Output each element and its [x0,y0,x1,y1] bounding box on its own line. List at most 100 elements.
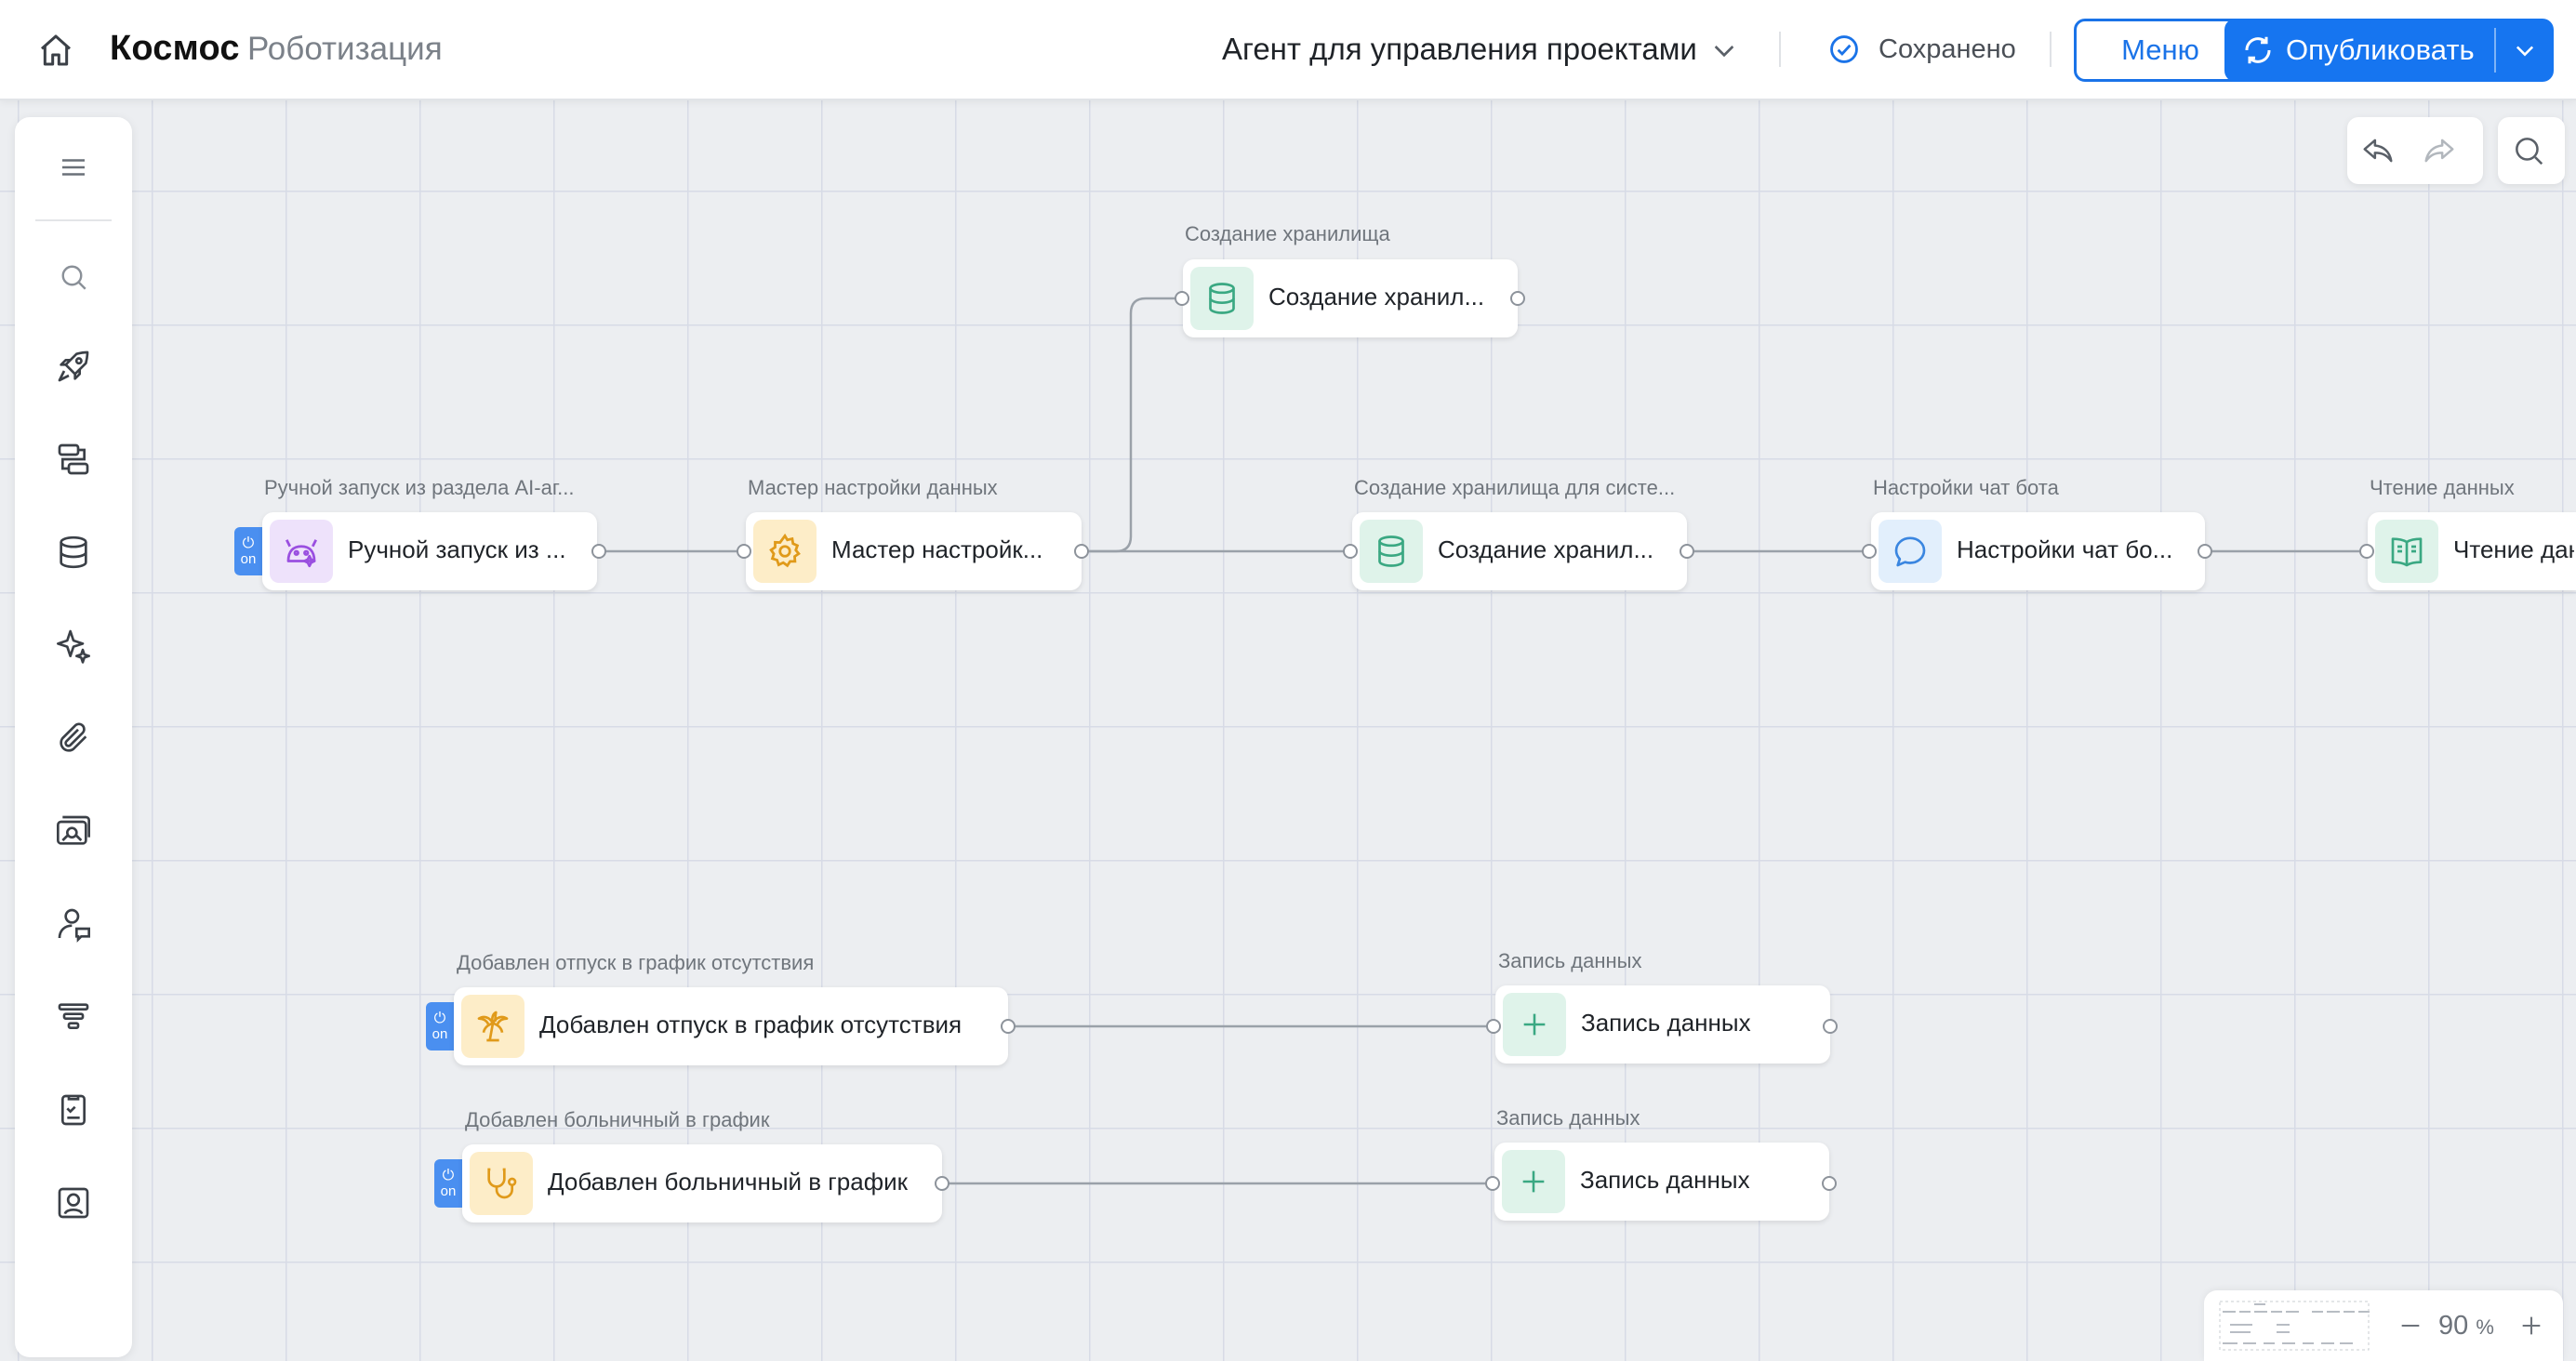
power-icon: ⏻ [242,535,255,551]
zoom-level: 90 % [2438,1311,2494,1341]
divider [35,219,112,221]
minimap[interactable] [2219,1300,2377,1352]
node-vacation-trigger[interactable]: Добавлен отпуск в график отсутствия [454,987,1008,1065]
search-icon[interactable] [2498,117,2559,184]
trigger-toggle[interactable]: ⏻on [426,1002,454,1050]
output-port[interactable] [1680,544,1694,559]
input-port[interactable] [1486,1019,1501,1034]
home-icon[interactable] [33,28,78,73]
node-caption: Создание хранилища [1185,222,1390,245]
zoom-in-icon[interactable] [2511,1305,2552,1346]
zoom-panel: 90 % [2204,1290,2563,1361]
node-label: Чтение дан [2453,535,2574,563]
menu-icon[interactable] [49,143,98,192]
left-sidebar [15,117,132,1357]
node-caption: Добавлен больничный в график [465,1108,770,1131]
output-port[interactable] [1822,1176,1837,1191]
node-label: Добавлен больничный в график [548,1168,908,1196]
menu-button[interactable]: Меню [2074,19,2247,82]
robot-icon [270,520,333,583]
node-caption: Запись данных [1496,1106,1640,1130]
node-caption: Ручной запуск из раздела AI-аг... [264,476,575,499]
flows-icon[interactable] [49,435,98,483]
node-read-data[interactable]: Чтение дан [2368,512,2576,590]
gallery-icon[interactable] [49,807,98,855]
input-port[interactable] [1175,291,1189,306]
input-port[interactable] [1862,544,1877,559]
undo-icon[interactable] [2347,117,2409,184]
toggle-state: on [240,550,257,567]
brand-subtitle: Роботизация [247,31,443,67]
paperclip-icon[interactable] [49,714,98,762]
node-manual-run[interactable]: Ручной запуск из ... [262,512,597,590]
output-port[interactable] [935,1176,949,1191]
zoom-unit: % [2476,1315,2494,1339]
node-chatbot-settings[interactable]: Настройки чат бо... [1871,512,2205,590]
power-icon: ⏻ [442,1167,455,1183]
node-storage-creation[interactable]: Создание хранил... [1183,259,1518,337]
checklist-icon[interactable] [49,1086,98,1134]
node-caption: Создание хранилища для систе... [1354,476,1676,499]
publish-label: Опубликовать [2286,33,2475,66]
palm-icon [461,995,524,1058]
zoom-out-icon[interactable] [2390,1305,2431,1346]
output-port[interactable] [1823,1019,1838,1034]
node-label: Создание хранил... [1438,535,1654,563]
node-label: Запись данных [1580,1166,1750,1194]
output-port[interactable] [1001,1019,1016,1034]
publish-button[interactable]: Опубликовать [2224,19,2554,82]
publish-main-button[interactable]: Опубликовать [2224,19,2494,82]
input-port[interactable] [1485,1176,1500,1191]
node-caption: Запись данных [1498,949,1642,972]
gear-icon [753,520,817,583]
output-port[interactable] [2198,544,2212,559]
brand-name: Космос [110,29,240,68]
node-caption: Мастер настройки данных [748,476,998,499]
node-label: Добавлен отпуск в график отсутствия [539,1011,963,1038]
database-icon[interactable] [49,528,98,576]
undo-redo-group [2347,117,2483,184]
refresh-icon [2245,36,2271,64]
agent-selector-title[interactable]: Агент для управления проектами [1222,32,1697,66]
input-port[interactable] [2359,544,2374,559]
chevron-down-icon[interactable] [2496,19,2554,82]
trigger-toggle[interactable]: ⏻on [434,1159,462,1208]
toggle-state: on [432,1025,448,1042]
node-label: Ручной запуск из ... [348,535,566,563]
plus-icon [1502,1150,1565,1213]
divider [2050,32,2052,67]
output-port[interactable] [1074,544,1089,559]
node-label: Запись данных [1581,1009,1751,1037]
chat-icon [1879,520,1942,583]
sparkles-icon[interactable] [49,621,98,669]
node-sick-leave-trigger[interactable]: Добавлен больничный в график [462,1144,942,1222]
input-port[interactable] [737,544,751,559]
node-data-wizard[interactable]: Мастер настройк... [746,512,1082,590]
node-caption: Чтение данных [2370,476,2515,499]
input-port[interactable] [1343,544,1358,559]
database-icon [1360,520,1423,583]
plus-icon [1503,993,1566,1056]
node-label: Мастер настройк... [831,535,1043,563]
database-icon [1190,267,1254,330]
node-write-data[interactable]: Запись данных [1495,985,1830,1064]
node-caption: Настройки чат бота [1873,476,2059,499]
chevron-down-icon[interactable] [1709,35,1739,65]
users-chat-icon[interactable] [49,900,98,948]
node-label: Настройки чат бо... [1957,535,2173,563]
check-circle-icon [1828,33,1860,65]
output-port[interactable] [591,544,606,559]
saved-status: Сохранено [1879,34,2016,64]
canvas-search-group [2498,117,2565,184]
output-port[interactable] [1510,291,1525,306]
toggle-state: on [440,1183,457,1199]
contact-card-icon[interactable] [49,1179,98,1227]
divider [2494,28,2496,73]
node-storage-system[interactable]: Создание хранил... [1352,512,1687,590]
node-write-data[interactable]: Запись данных [1494,1143,1829,1221]
filter-icon[interactable] [49,993,98,1041]
trigger-toggle[interactable]: ⏻on [234,527,262,575]
search-icon[interactable] [49,253,98,301]
redo-icon[interactable] [2409,117,2470,184]
rocket-icon[interactable] [49,342,98,390]
